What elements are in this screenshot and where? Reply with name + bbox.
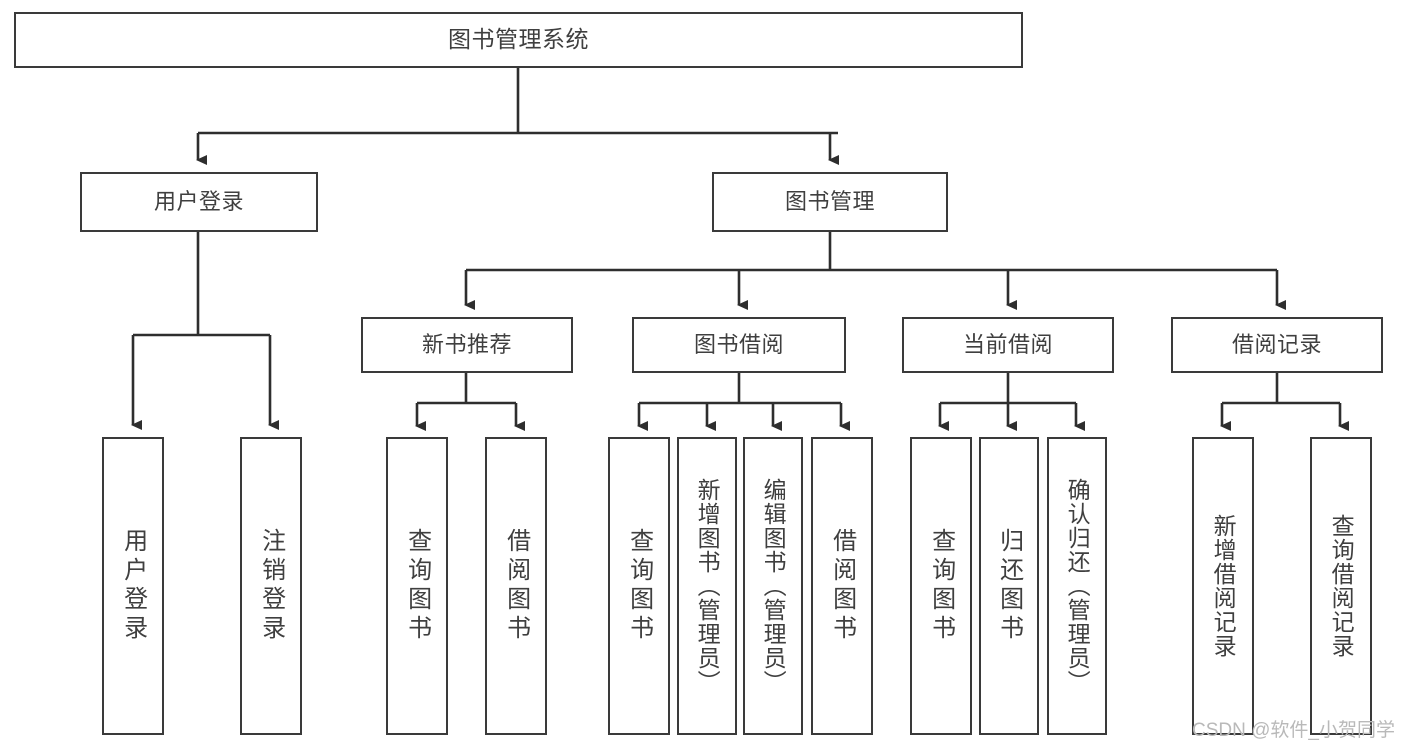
node-user-login[interactable]: 用户登录 <box>80 172 318 232</box>
node-label: 查询借阅记录 <box>1328 514 1355 658</box>
node-label: 新增图书（管理员） <box>694 478 721 694</box>
leaf-borrow-record-query[interactable]: 查询借阅记录 <box>1310 437 1372 735</box>
leaf-new-book-borrow[interactable]: 借阅图书 <box>485 437 547 735</box>
node-label: 查询图书 <box>403 528 431 644</box>
leaf-book-borrow-edit[interactable]: 编辑图书（管理员） <box>743 437 803 735</box>
node-label: 注销登录 <box>257 528 285 644</box>
leaf-user-login-signout[interactable]: 注销登录 <box>240 437 302 735</box>
watermark-text: CSDN @软件_小贺同学 <box>1192 720 1395 741</box>
node-label: 编辑图书（管理员） <box>760 478 787 694</box>
node-new-book-recommend[interactable]: 新书推荐 <box>361 317 573 373</box>
node-current-borrow[interactable]: 当前借阅 <box>902 317 1114 373</box>
node-borrow-record[interactable]: 借阅记录 <box>1171 317 1383 373</box>
node-label: 新书推荐 <box>421 331 512 357</box>
node-label: 当前借阅 <box>962 331 1053 357</box>
node-label: 图书管理系统 <box>448 26 589 53</box>
node-book-management[interactable]: 图书管理 <box>712 172 948 232</box>
leaf-new-book-query[interactable]: 查询图书 <box>386 437 448 735</box>
node-label: 图书借阅 <box>693 331 784 357</box>
leaf-user-login-signin[interactable]: 用户登录 <box>102 437 164 735</box>
node-label: 图书管理 <box>784 188 875 214</box>
node-book-borrow[interactable]: 图书借阅 <box>632 317 846 373</box>
node-label: 归还图书 <box>995 528 1023 644</box>
leaf-borrow-record-add[interactable]: 新增借阅记录 <box>1192 437 1254 735</box>
leaf-book-borrow-query[interactable]: 查询图书 <box>608 437 670 735</box>
node-label: 查询图书 <box>625 528 653 644</box>
node-root-system[interactable]: 图书管理系统 <box>14 12 1023 68</box>
leaf-book-borrow-add[interactable]: 新增图书（管理员） <box>677 437 737 735</box>
leaf-book-borrow-lend[interactable]: 借阅图书 <box>811 437 873 735</box>
leaf-current-borrow-query[interactable]: 查询图书 <box>910 437 972 735</box>
node-label: 借阅记录 <box>1231 331 1322 357</box>
node-label: 借阅图书 <box>828 528 856 644</box>
node-label: 用户登录 <box>153 188 244 214</box>
node-label: 确认归还（管理员） <box>1064 478 1091 694</box>
leaf-current-borrow-confirm[interactable]: 确认归还（管理员） <box>1047 437 1107 735</box>
leaf-current-borrow-return[interactable]: 归还图书 <box>979 437 1039 735</box>
node-label: 借阅图书 <box>502 528 530 644</box>
node-label: 新增借阅记录 <box>1210 514 1237 658</box>
node-label: 查询图书 <box>927 528 955 644</box>
node-label: 用户登录 <box>119 528 147 644</box>
